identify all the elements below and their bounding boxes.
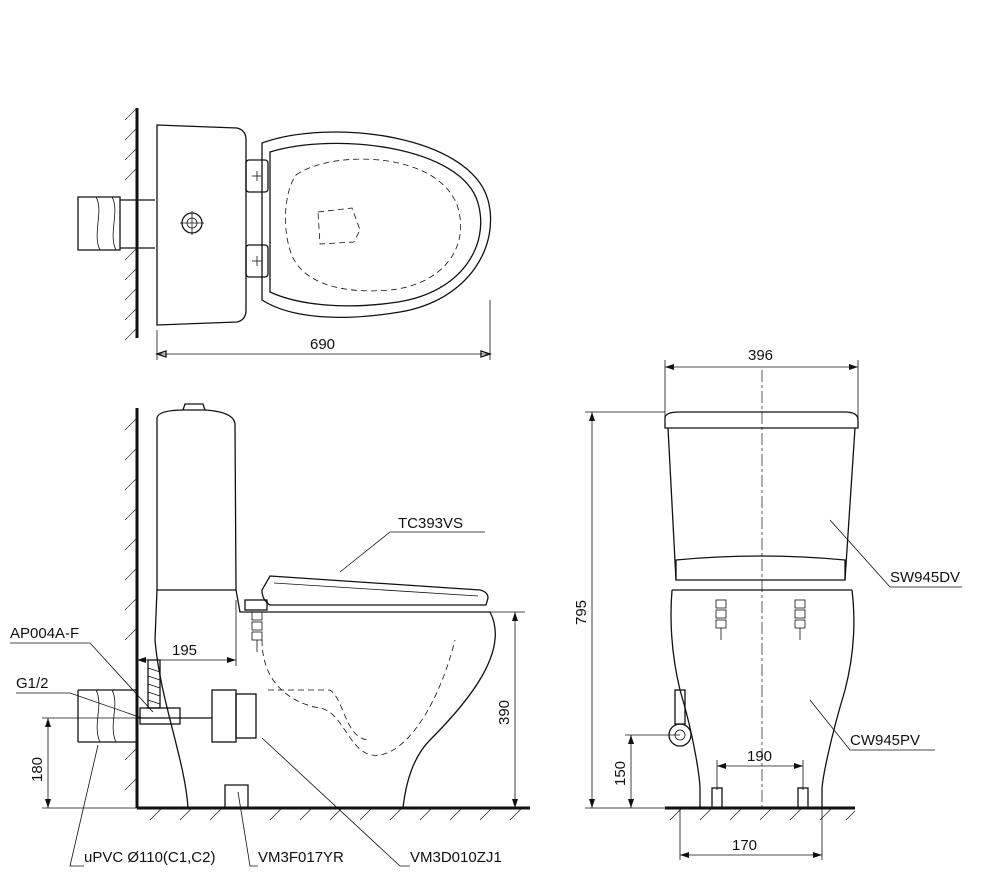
floor-hatch-front <box>669 807 856 821</box>
seat-bolt <box>251 611 263 652</box>
dim-wall-offset: 195 <box>172 642 197 659</box>
dim-front-height: 795 <box>573 600 590 625</box>
front-view: 396 795 150 190 170 SW945DV CW945PV <box>573 347 962 860</box>
dim-base-width: 170 <box>732 837 757 854</box>
wall-hatch-top <box>124 107 138 341</box>
floor-hatch-side <box>149 807 523 821</box>
label-pipe: uPVC Ø110(C1,C2) <box>84 849 215 866</box>
label-tank: SW945DV <box>890 569 960 586</box>
dim-side-height: 390 <box>496 700 513 725</box>
label-flange: VM3D010ZJ1 <box>410 849 502 866</box>
front-bolt-left <box>715 599 727 640</box>
label-thread: G1/2 <box>16 675 49 692</box>
dim-valve-height: 150 <box>612 761 629 786</box>
dim-front-width: 396 <box>748 347 773 364</box>
dim-bolt-spacing: 190 <box>747 748 772 765</box>
label-seat: TC393VS <box>398 515 463 532</box>
front-bolt-right <box>794 599 806 640</box>
dim-inlet-height: 180 <box>29 757 46 782</box>
label-bowl: CW945PV <box>850 732 920 749</box>
label-angle-valve: AP004A-F <box>10 625 79 642</box>
side-view: 390 195 180 TC393VS AP004A-F G1/2 uPVC Ø… <box>10 403 530 867</box>
label-floor-fitting: VM3F017YR <box>258 849 344 866</box>
top-view: 690 <box>77 107 493 360</box>
dim-top-length: 690 <box>310 336 335 353</box>
wall-hatch-side <box>124 417 138 791</box>
